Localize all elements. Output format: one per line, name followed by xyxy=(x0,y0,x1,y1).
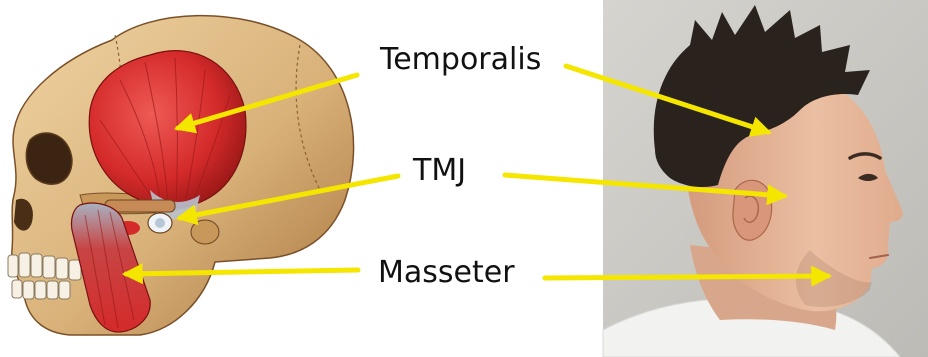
skull-illustration xyxy=(8,16,354,335)
masseter-arrow-photo xyxy=(545,276,828,278)
teeth xyxy=(8,253,81,299)
profile-photo xyxy=(603,0,928,357)
temporalis-label: Temporalis xyxy=(380,45,541,75)
masseter-label: Masseter xyxy=(378,258,515,288)
tmj-label: TMJ xyxy=(413,156,466,186)
